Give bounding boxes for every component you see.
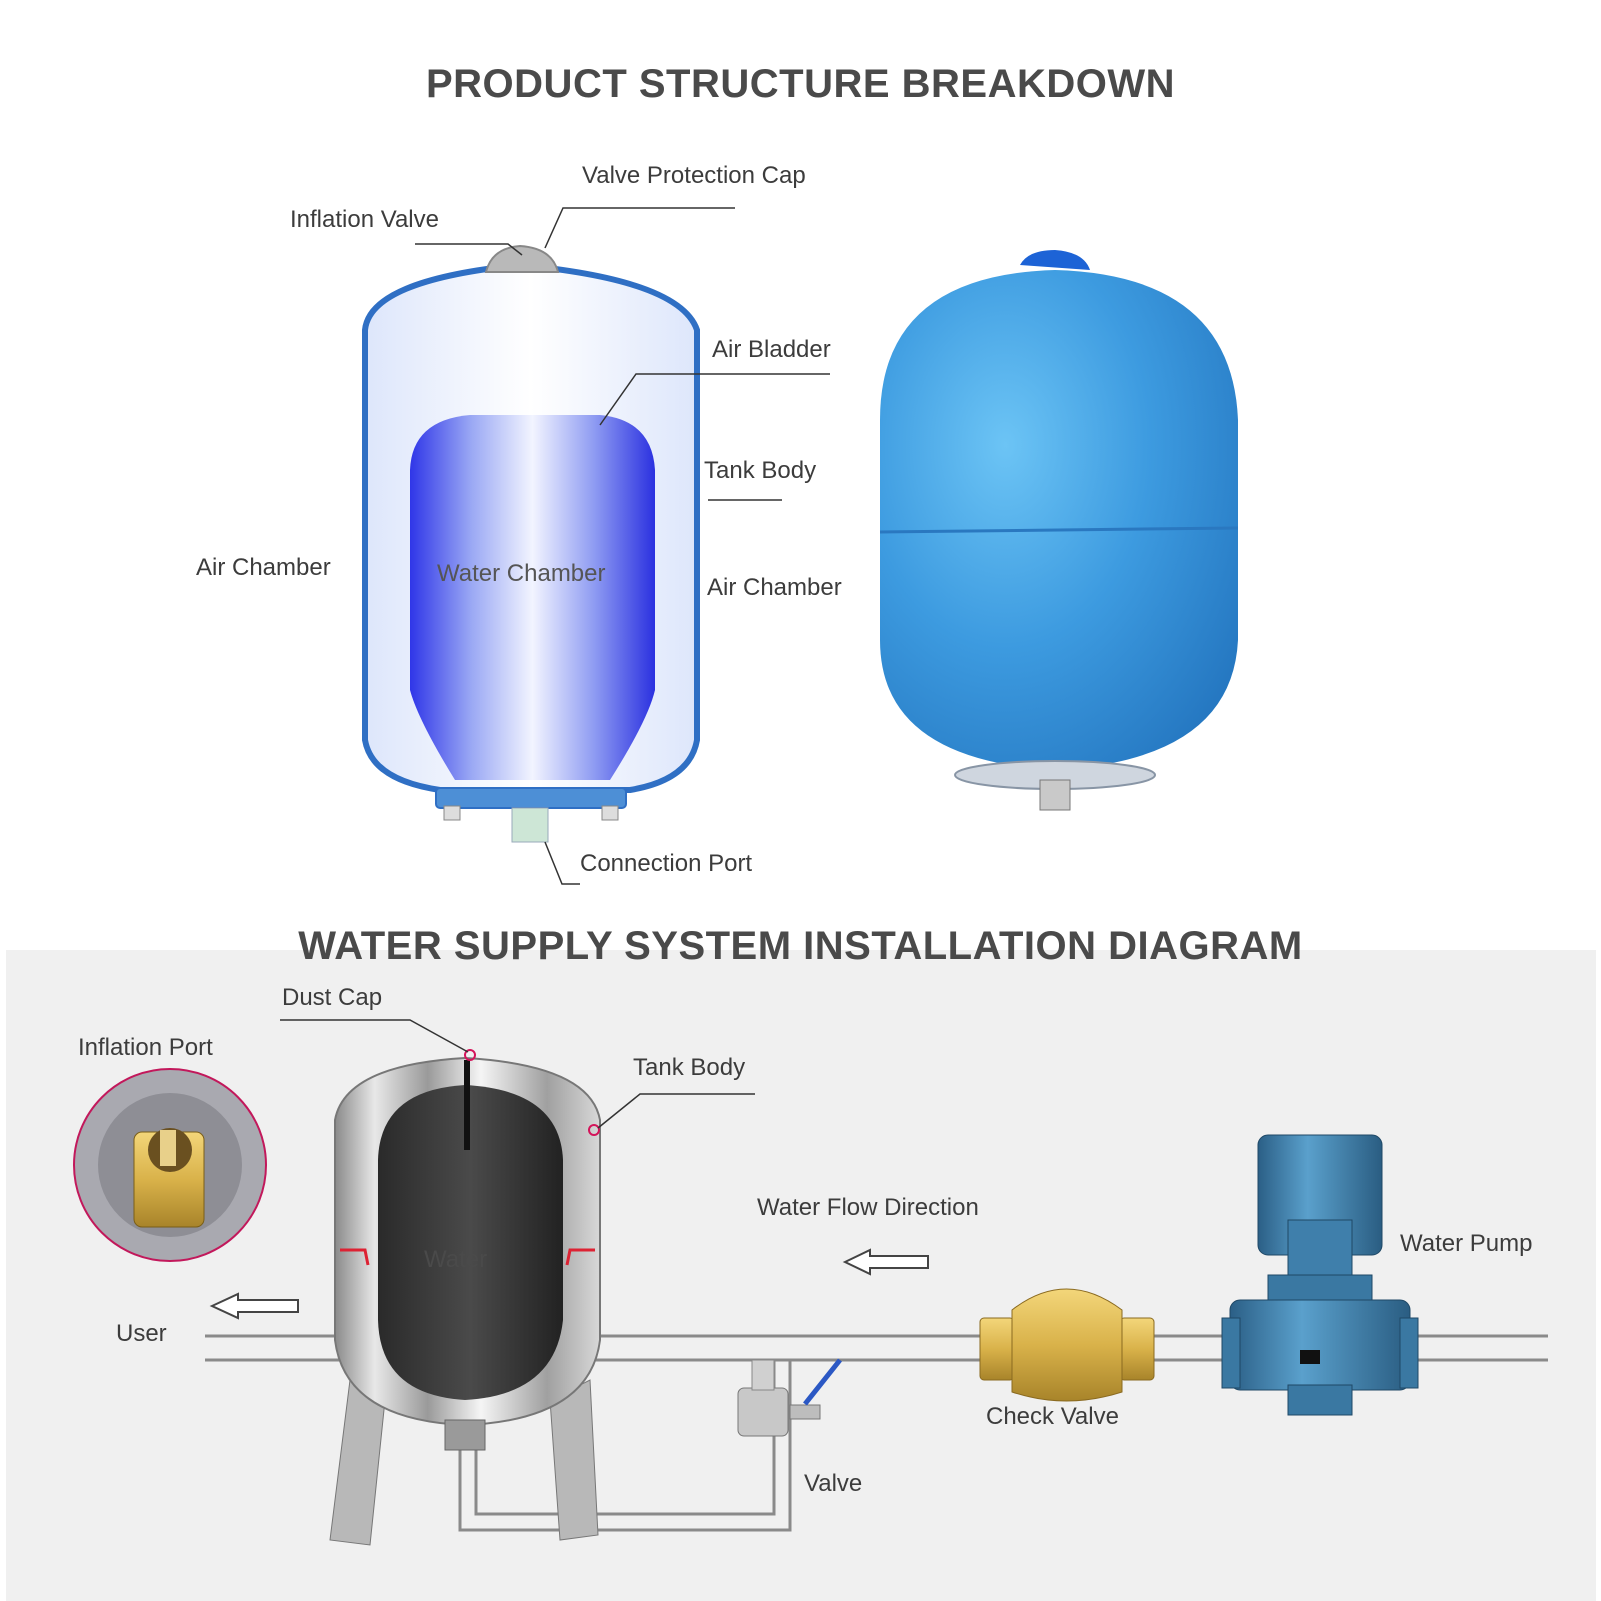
dust-cap-marker [464, 1049, 476, 1061]
label-air-chamber-right: Air Chamber [707, 574, 842, 601]
blue-tank-port [1039, 779, 1071, 811]
ball-valve [737, 1358, 842, 1437]
check-valve [979, 1288, 1155, 1402]
label-water-pump: Water Pump [1400, 1230, 1533, 1257]
flow-arrow-right [842, 1248, 929, 1276]
label-tank-body-top: Tank Body [704, 457, 817, 484]
label-air-chamber-left: Air Chamber [196, 554, 331, 581]
connection-port-pipe [511, 807, 549, 843]
page-title-structure: PRODUCT STRUCTURE BREAKDOWN [425, 62, 1176, 106]
page-title-installation: WATER SUPPLY SYSTEM INSTALLATION DIAGRAM [298, 924, 1303, 968]
blue-tank-seam [879, 526, 1239, 534]
label-check-valve: Check Valve [986, 1403, 1119, 1430]
blue-valve-cap [1020, 250, 1090, 270]
cutaway-tank [362, 244, 700, 843]
label-water-chamber: Water Chamber [437, 560, 606, 587]
valve-protection-cap-shape [484, 244, 560, 273]
tank-body-marker [588, 1124, 600, 1136]
black-bladder [378, 1085, 563, 1400]
red-indicator-left [340, 1248, 370, 1266]
bottom-leader-lines [280, 1019, 755, 1129]
label-air-bladder: Air Bladder [712, 336, 831, 363]
water-pump [1221, 1134, 1419, 1416]
base-foot-right [601, 805, 619, 821]
label-water: Water [424, 1246, 488, 1273]
label-valve-protection-cap: Valve Protection Cap [582, 162, 806, 189]
label-inflation-port: Inflation Port [78, 1034, 213, 1061]
blue-tank-product [879, 250, 1239, 811]
flow-arrows [209, 1248, 929, 1320]
water-chamber-bladder [410, 415, 655, 780]
label-connection-port: Connection Port [580, 850, 753, 877]
label-dust-cap: Dust Cap [282, 984, 383, 1011]
blue-tank-body [880, 270, 1238, 770]
label-tank-body-bottom: Tank Body [633, 1054, 746, 1081]
label-inflation-valve: Inflation Valve [290, 206, 439, 233]
label-water-flow-direction: Water Flow Direction [757, 1194, 979, 1221]
stainless-tank [329, 1049, 601, 1546]
tank-bottom-outlet [444, 1419, 486, 1451]
flow-arrow-left [209, 1292, 299, 1320]
label-user: User [116, 1320, 167, 1347]
inflation-port-detail [73, 1068, 267, 1262]
red-indicator-right [565, 1248, 595, 1266]
tank-base-flange [435, 787, 627, 809]
top-leader-lines [415, 207, 830, 885]
label-valve: Valve [804, 1470, 863, 1497]
base-foot-left [443, 805, 461, 821]
